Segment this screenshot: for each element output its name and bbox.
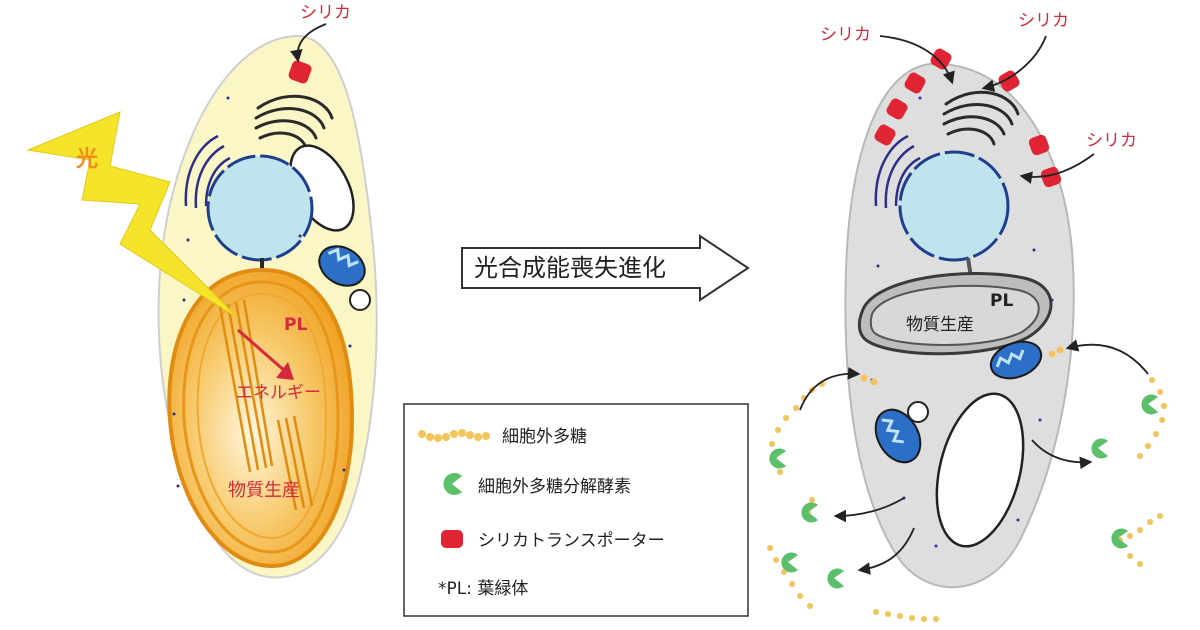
right-nucleus — [898, 150, 1010, 262]
left-plastid-label: PL — [284, 315, 307, 335]
right-er — [874, 134, 921, 209]
polysaccharide-chain-icon — [418, 429, 490, 442]
right-production-label: 物質生産 — [906, 315, 974, 335]
legend-label-polysaccharide: 細胞外多糖 — [502, 427, 587, 447]
right-mitochondrion-2 — [874, 401, 929, 464]
left-cell: シリカ 光 PL エネルギー 物質生産 — [26, 3, 378, 579]
right-golgi — [942, 90, 1020, 146]
right-silica-arrow-2 — [981, 35, 1047, 92]
right-silica-label-1: シリカ — [820, 25, 871, 45]
right-transporters — [874, 48, 1062, 188]
left-plastid — [167, 267, 355, 569]
left-nucleus — [206, 154, 314, 262]
right-vacuole — [935, 392, 1025, 548]
right-cell: PL 物質生産 シリカ — [767, 11, 1167, 622]
right-plastid-label: PL — [990, 291, 1013, 311]
secretion-arrows — [799, 339, 1149, 575]
left-transporter — [288, 60, 312, 84]
legend-footnote: *PL: 葉緑体 — [438, 579, 528, 599]
left-silica-label: シリカ — [300, 3, 351, 23]
light-label: 光 — [75, 147, 98, 172]
evolution-arrow: 光合成能喪失進化 — [461, 234, 750, 302]
legend-box: 細胞外多糖 細胞外多糖分解酵素 シリカトランスポーター *PL: 葉緑体 — [403, 403, 749, 617]
right-silica-label-2: シリカ — [1018, 11, 1069, 31]
right-mitochondrion-1 — [989, 340, 1043, 380]
left-er — [184, 134, 231, 209]
enzyme-pacman-icon — [443, 472, 462, 495]
transporter-icon — [441, 530, 463, 548]
extracellular-enzymes — [769, 394, 1158, 589]
right-silica-arrow-1 — [879, 35, 955, 85]
right-silica-arrow-3 — [1019, 153, 1095, 184]
left-cell-dots — [172, 96, 352, 488]
energy-arrow — [237, 328, 287, 374]
right-plastid — [857, 272, 1053, 356]
evolution-label: 光合成能喪失進化 — [474, 254, 666, 282]
left-mitochondrion — [318, 245, 371, 311]
energy-arrowhead — [276, 362, 294, 380]
lightning-icon — [26, 111, 239, 319]
legend-label-enzyme: 細胞外多糖分解酵素 — [478, 477, 631, 497]
left-silica-arrow — [290, 23, 327, 63]
left-production-label: 物質生産 — [228, 480, 300, 501]
legend-label-transporter: シリカトランスポーター — [478, 531, 665, 551]
energy-label: エネルギー — [236, 383, 321, 403]
right-silica-label-3: シリカ — [1086, 131, 1137, 151]
